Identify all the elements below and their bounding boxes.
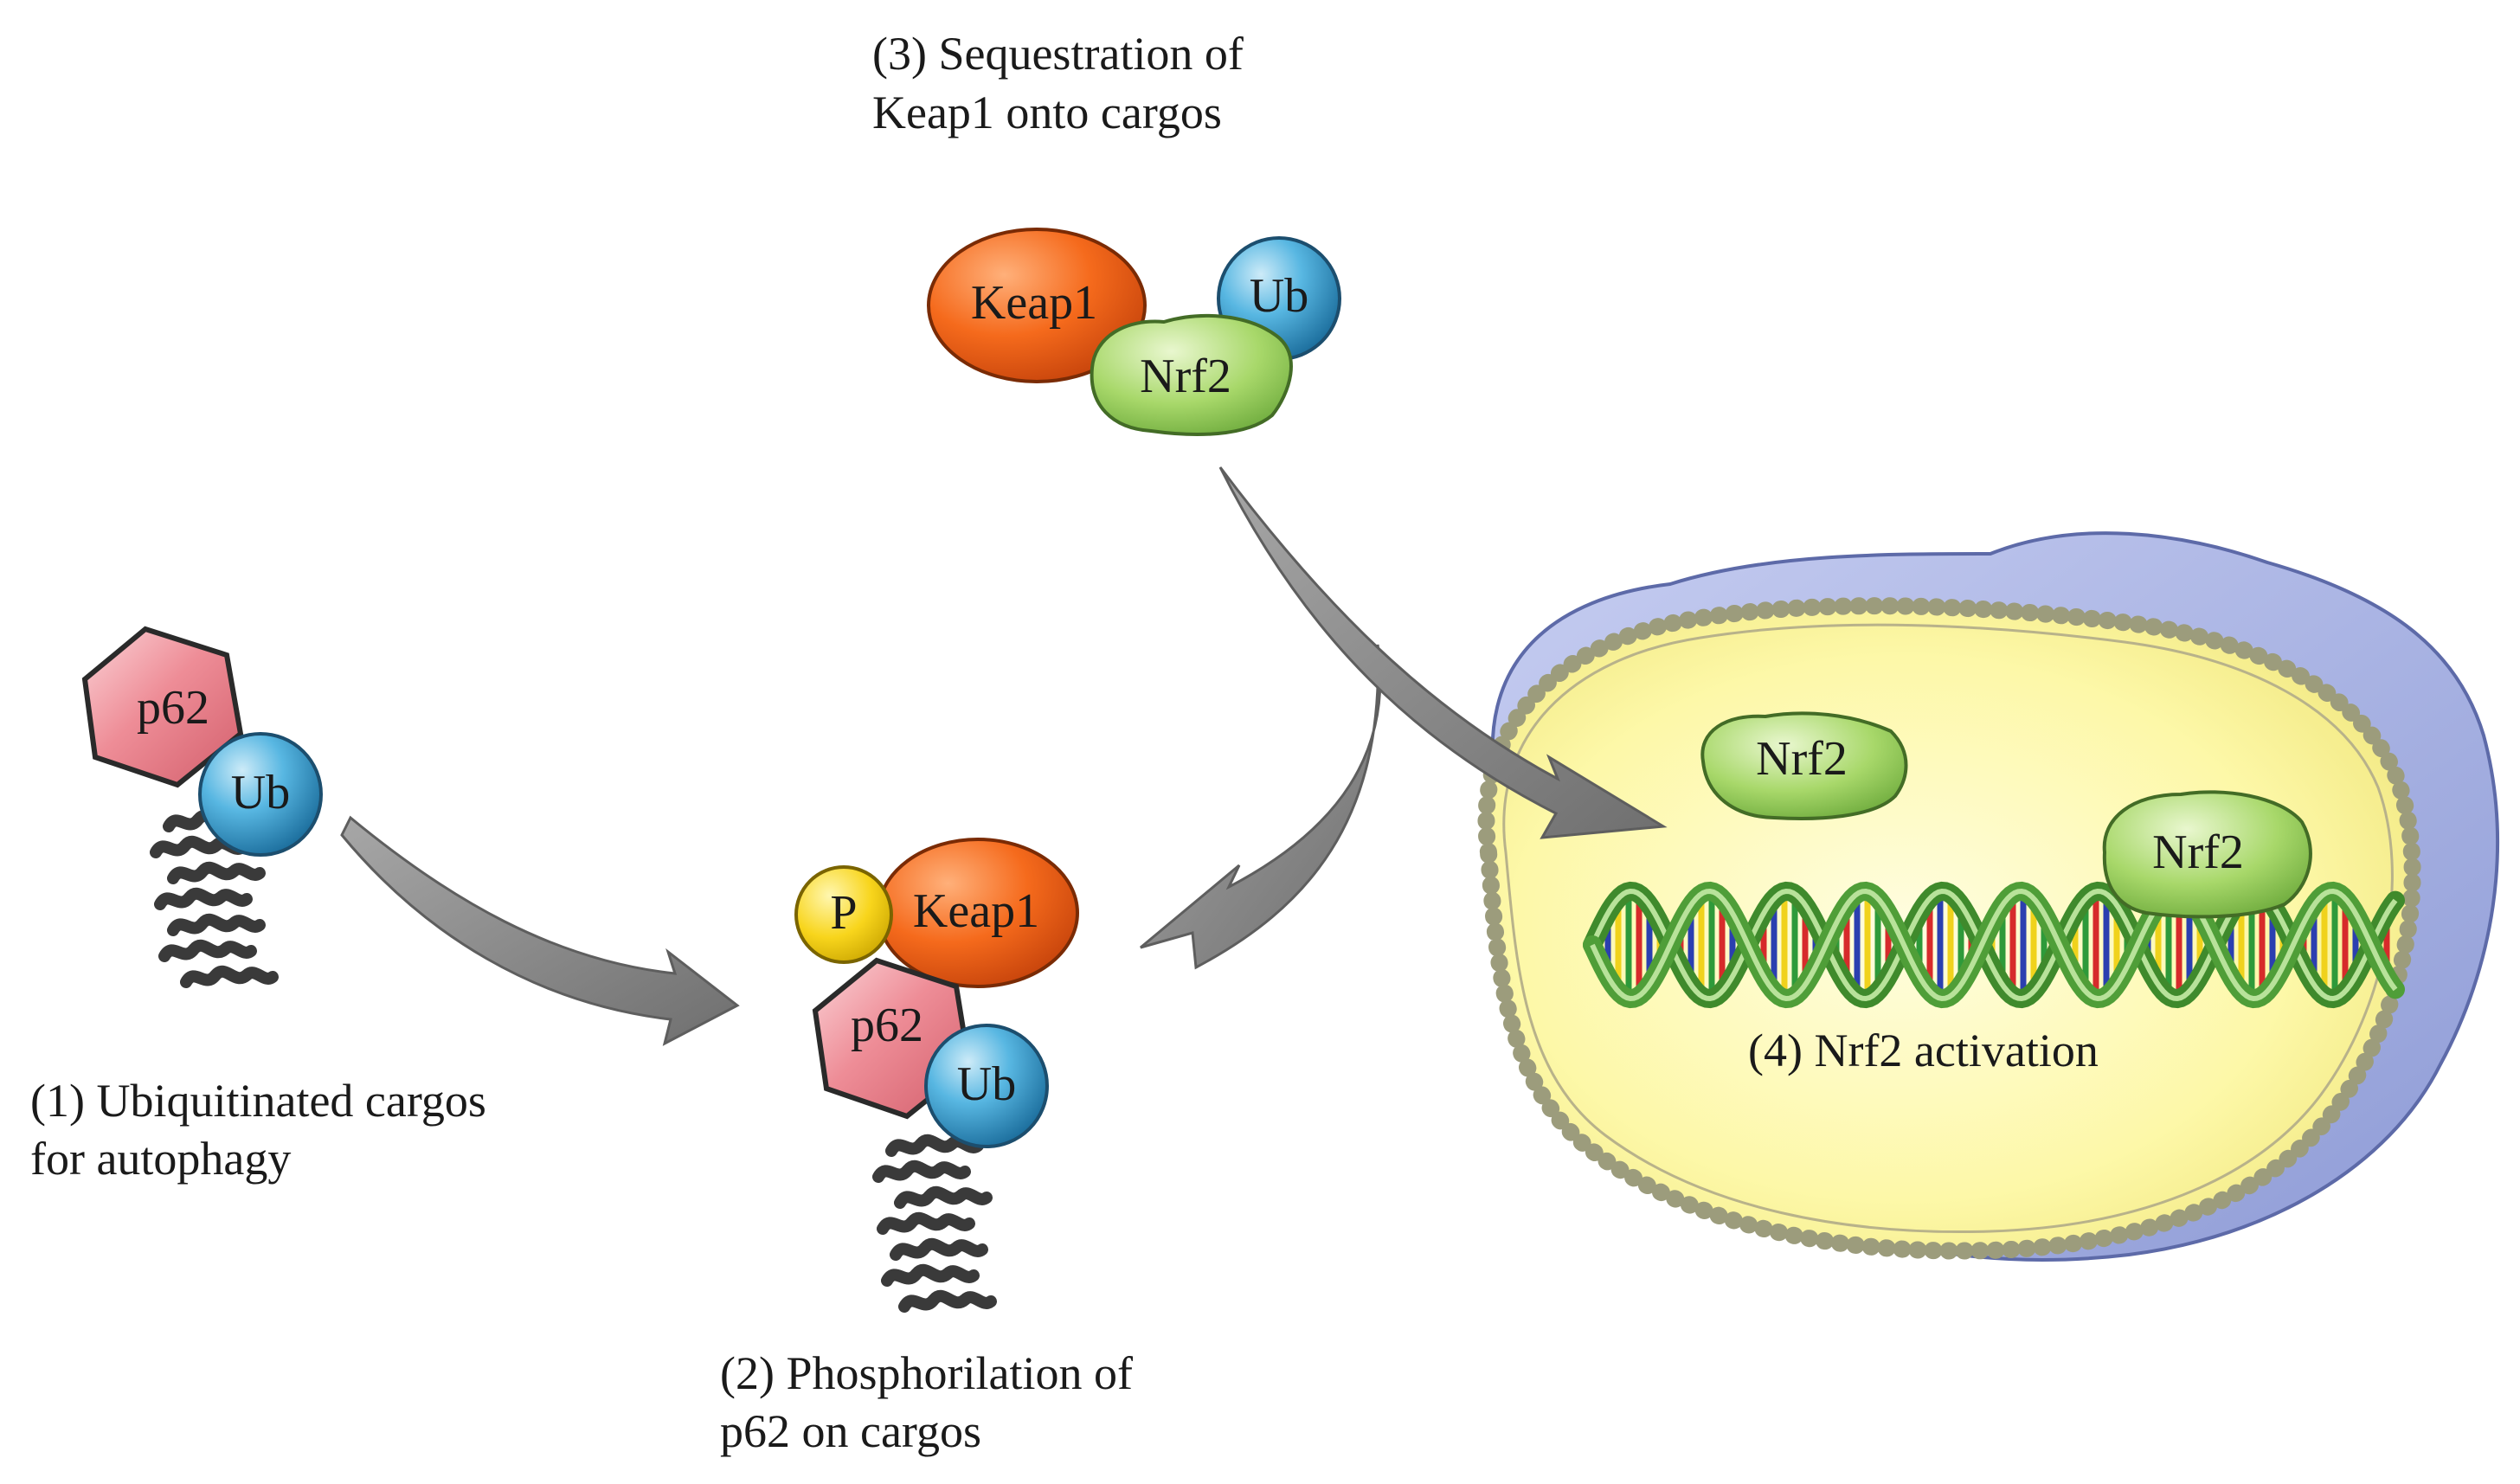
ub-protein [924,1024,1049,1148]
keap1-label: Keap1 [971,276,1097,330]
caption-step3-line1: (3) Sequestration of [872,28,1244,80]
ub-label: Ub [1250,269,1308,323]
arrow-step3-to-nucleus [1218,466,1668,839]
ub-label: Ub [957,1057,1016,1111]
nrf2-label: Nrf2 [1756,732,1848,786]
nrf2-protein-dna-bound [2102,790,2312,919]
arrow-step1-to-step2 [340,815,740,1046]
p62-label: p62 [137,681,209,735]
p62-protein [81,626,244,788]
nrf2-protein-free [1700,711,1908,820]
caption-step2-line1: (2) Phosphorilation of [720,1347,1133,1399]
phosphate-label: P [830,886,857,940]
arrow-step3-to-step2 [1140,644,1382,970]
cargo-protein-icon [878,1140,991,1307]
keap1-label: Keap1 [913,884,1039,938]
ub-label: Ub [231,766,290,819]
nrf2-label: Nrf2 [1140,350,1231,403]
caption-step1-line2: for autophagy [30,1133,291,1185]
caption-step4: (4) Nrf2 activation [1748,1025,2099,1076]
ub-protein [198,732,323,857]
phosphate-group [794,865,893,964]
nrf2-protein [1090,314,1293,436]
keap1-protein [927,228,1147,383]
nrf2-label: Nrf2 [2152,826,2244,879]
step2-complex: Keap1 p62 P Ub [794,838,1079,1307]
dna-backbone-highlight [1590,888,2398,1002]
step3-complex: Keap1 Ub Nrf2 [927,228,1341,436]
p62-label: p62 [851,999,923,1052]
caption-step3-line2: Keap1 onto cargos [872,87,1222,138]
caption-step1-line1: (1) Ubiquitinated cargos [30,1075,486,1127]
caption-step2-line2: p62 on cargos [720,1405,981,1457]
step1-complex: p62 Ub [81,626,323,982]
